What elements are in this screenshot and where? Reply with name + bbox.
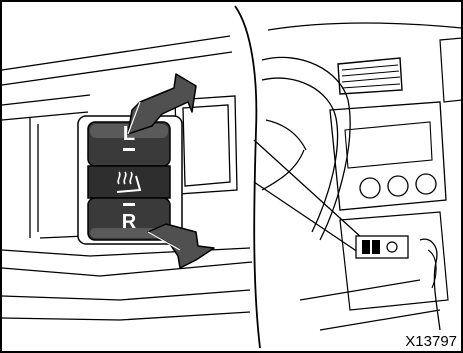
center-vent (338, 58, 402, 94)
callout-line-upper (254, 140, 362, 238)
closeup-panel: L R (2, 36, 252, 320)
console-switch-cluster (356, 236, 408, 258)
knob-left-icon (360, 178, 380, 198)
press-arrow-bottom (148, 224, 214, 268)
dashboard-overview (262, 23, 462, 330)
knob-center-icon (388, 176, 408, 196)
indicator-light-r (123, 203, 135, 206)
knob-right-icon (416, 174, 436, 194)
indicator-light-l (123, 148, 135, 151)
figure-code-label: X13797 (403, 333, 459, 351)
seat-heater-icon (88, 166, 170, 198)
callout-boundary (235, 6, 260, 348)
